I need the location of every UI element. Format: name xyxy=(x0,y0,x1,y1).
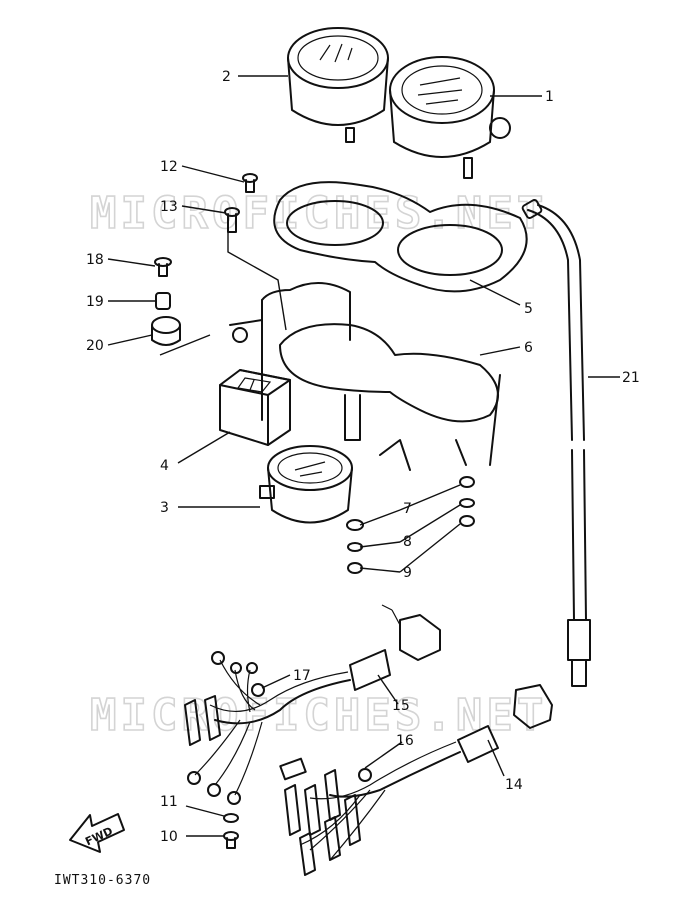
callout-4: 4 xyxy=(160,458,169,474)
diagram-code: IWT310-6370 xyxy=(54,873,151,888)
meter-bracket xyxy=(229,281,501,471)
meter-cover-bezel xyxy=(273,181,528,293)
tachometer-gauge xyxy=(389,56,511,179)
callout-5: 5 xyxy=(524,301,533,317)
callout-21: 21 xyxy=(622,370,640,386)
grommet-20 xyxy=(151,316,181,346)
wire-harness-14 xyxy=(279,684,553,876)
leader-lines xyxy=(107,75,620,837)
callout-19: 19 xyxy=(86,294,104,310)
callout-14: 14 xyxy=(505,777,523,793)
callout-2: 2 xyxy=(222,69,231,85)
callout-16: 16 xyxy=(396,733,414,749)
callout-17: 17 xyxy=(293,668,311,684)
bolt-13 xyxy=(224,207,240,233)
washer-11 xyxy=(223,813,239,823)
callout-labels: 2 1 3 4 5 6 7 8 9 10 11 12 13 14 15 16 1… xyxy=(86,69,640,845)
speedometer-cable xyxy=(521,199,591,687)
indicator-light-box xyxy=(219,369,291,446)
callout-9: 9 xyxy=(403,565,412,581)
watermark-bottom: MICROFICHES.NET xyxy=(90,690,547,741)
collar-19 xyxy=(155,292,171,310)
grommet-7 xyxy=(346,476,475,531)
callout-18: 18 xyxy=(86,252,104,268)
callout-13: 13 xyxy=(160,199,178,215)
callout-3: 3 xyxy=(160,500,169,516)
callout-1: 1 xyxy=(545,89,554,105)
bolt-12 xyxy=(242,173,258,193)
callout-10: 10 xyxy=(160,829,178,845)
callout-6: 6 xyxy=(524,340,533,356)
callout-15: 15 xyxy=(392,698,410,714)
callout-8: 8 xyxy=(403,534,412,550)
speedometer-gauge xyxy=(287,27,389,143)
callout-7: 7 xyxy=(403,501,412,517)
callout-11: 11 xyxy=(160,794,178,810)
callout-20: 20 xyxy=(86,338,104,354)
wire-harness-15 xyxy=(184,604,441,805)
screw-10 xyxy=(223,831,239,849)
bolt-18 xyxy=(154,257,172,277)
watermark-top: MICROFICHES.NET xyxy=(90,188,547,239)
forward-direction-arrow: FWD xyxy=(69,813,125,853)
callout-12: 12 xyxy=(160,159,178,175)
indicator-gauge xyxy=(259,445,353,524)
